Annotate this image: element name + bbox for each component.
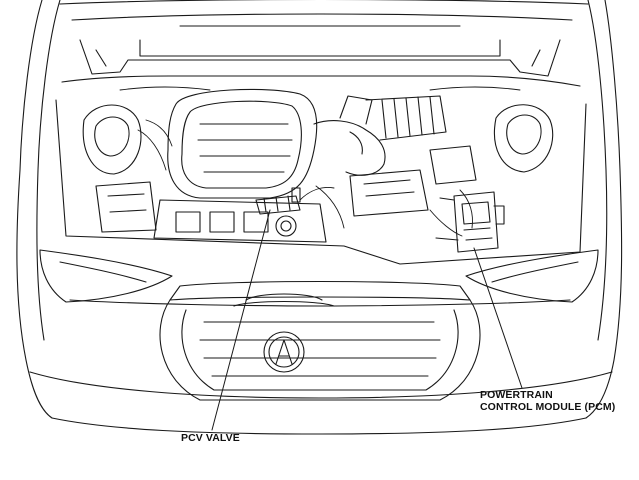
callout-leaders (211, 209, 523, 431)
headlights (39, 249, 599, 307)
pcv-leader-line (211, 209, 271, 431)
pcv-valve-label: PCV VALVE (181, 432, 240, 444)
pcm-leader-line (473, 247, 523, 389)
pcm-label: POWERTRAIN CONTROL MODULE (PCM) (480, 389, 615, 413)
engine-compartment (55, 75, 587, 265)
pcv-valve (255, 187, 301, 215)
hoses-and-wiring (119, 86, 521, 237)
engine-block (95, 88, 477, 243)
front-grille (159, 280, 481, 401)
car-body-outline (16, 0, 623, 435)
pcm-label-line2: CONTROL MODULE (PCM) (480, 401, 616, 413)
pcm-module (435, 191, 505, 253)
acura-logo (233, 293, 335, 373)
pcm-label-line1: POWERTRAIN (480, 389, 553, 401)
open-hood (59, 0, 589, 77)
